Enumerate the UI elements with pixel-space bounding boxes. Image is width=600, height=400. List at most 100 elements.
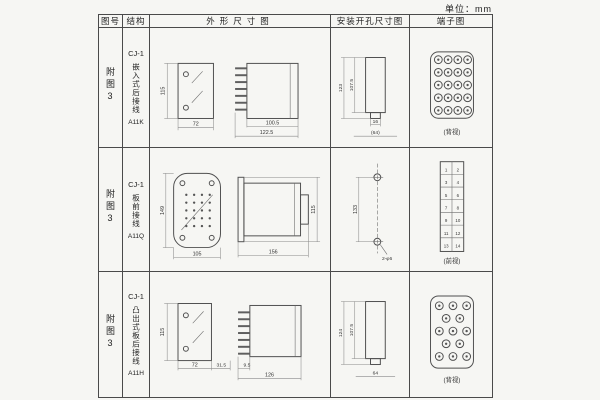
dim-label: 124 — [337, 329, 343, 337]
dim-label: 133 — [352, 205, 358, 214]
panel-cutout — [364, 301, 386, 366]
hole-spec-label: 2-φ6 — [381, 256, 391, 262]
dim-label: 115 — [160, 87, 166, 96]
dimension-lines — [340, 301, 395, 377]
terminal-number: 2 — [456, 167, 459, 172]
dim-label: 100.5 — [265, 120, 279, 126]
outline-drawing: 115 72 31.5 9.5 126 — [160, 303, 302, 381]
dim-label: 126 — [265, 372, 274, 378]
dim-label: 72 — [191, 362, 197, 368]
relay-side-view — [234, 62, 299, 119]
model-code-label: A11K — [128, 119, 144, 126]
terminal-cell: (背视) — [409, 271, 493, 398]
drill-holes — [370, 163, 383, 254]
terminal-drawing: (背视) — [429, 51, 474, 136]
structure-cell: CJ-1 凸出式板后接线 A11H — [122, 271, 150, 398]
dim-label: (64) — [371, 130, 380, 136]
relay-side-view — [237, 304, 302, 358]
model-label: CJ-1 — [128, 179, 144, 189]
dimension-lines — [162, 173, 320, 260]
install-cell: 107.5 124 64 — [330, 271, 410, 398]
dim-label: 115 — [160, 328, 166, 337]
fig-cell: 附图3 — [98, 271, 123, 398]
terminal-number: 14 — [455, 244, 460, 249]
terminal-cell: (背视) — [409, 27, 493, 148]
model-code-label: A11Q — [127, 232, 145, 240]
table-row: 附图3 CJ-1 板前接线 A11Q — [98, 147, 493, 272]
terminal-number: 13 — [443, 244, 448, 249]
install-cell: 133 2-φ6 — [330, 147, 410, 272]
terminal-number: 12 — [455, 231, 460, 236]
fig-label: 附图3 — [105, 313, 115, 351]
dim-label: 107.5 — [348, 324, 354, 337]
relay-side-view — [237, 176, 309, 243]
terminal-number: 10 — [455, 218, 460, 223]
fig-cell: 附图3 — [98, 27, 123, 148]
table-row: 附图3 CJ-1 凸出式板后接线 A11H — [98, 271, 493, 398]
dim-label: 64 — [372, 370, 378, 376]
spec-table: 图号 结构 外形尺寸图 安装开孔尺寸图 端子图 附图3 CJ-1 嵌入式后接线 … — [98, 14, 493, 398]
structure-type-label: 嵌入式后接线 — [131, 63, 141, 114]
column-header-terminal: 端子图 — [409, 14, 493, 28]
fig-label: 附图3 — [105, 188, 115, 226]
relay-front-view — [177, 62, 214, 119]
dim-label: 123 — [337, 84, 343, 92]
dimension-lines — [163, 303, 301, 381]
terminal-number: 6 — [456, 193, 459, 198]
view-label: (前视) — [443, 256, 460, 265]
table-row: 附图3 CJ-1 嵌入式后接线 A11K — [98, 27, 493, 148]
view-label: (背视) — [443, 127, 460, 136]
terminal-cell: 1 2 3 4 5 6 7 8 9 10 11 12 13 14 (前视) — [409, 147, 493, 272]
terminal-circles — [433, 55, 472, 115]
model-code-label: A11H — [128, 370, 144, 378]
dim-label: 9.5 — [243, 362, 250, 368]
structure-cell: CJ-1 板前接线 A11Q — [122, 147, 150, 272]
dim-label: 72 — [192, 121, 198, 127]
outline-drawing: 115 72 100.5 122.5 — [160, 62, 299, 139]
terminal-strip — [439, 161, 464, 252]
install-cell: 107.5 123 16 (64) — [330, 27, 410, 148]
dim-label: 122.5 — [259, 130, 273, 136]
dim-label: 105 — [192, 251, 201, 257]
view-label: (背视) — [443, 375, 460, 384]
relay-front-view — [172, 172, 221, 249]
model-label: CJ-1 — [128, 291, 144, 301]
terminal-number: 8 — [456, 206, 459, 211]
fig-label: 附图3 — [105, 66, 115, 104]
column-header-outline: 外形尺寸图 — [149, 14, 331, 28]
header-row: 图号 结构 外形尺寸图 安装开孔尺寸图 端子图 — [98, 14, 493, 28]
dimension-lines — [355, 177, 387, 255]
terminal-circles — [434, 301, 471, 361]
terminal-drawing: 1 2 3 4 5 6 7 8 9 10 11 12 13 14 (前视) — [439, 161, 464, 265]
column-header-install: 安装开孔尺寸图 — [330, 14, 410, 28]
dimension-lines — [340, 57, 397, 137]
structure-type-label: 板前接线 — [131, 193, 141, 228]
column-header-fig: 图号 — [98, 14, 123, 28]
terminal-numbers: 1 2 3 4 5 6 7 8 9 10 11 12 13 14 — [443, 167, 460, 248]
structure-type-label: 凸出式板后接线 — [131, 305, 141, 366]
outline-cell: 115 72 100.5 122.5 — [149, 27, 331, 148]
install-drawing: 107.5 124 64 — [337, 301, 395, 377]
terminal-number: 5 — [444, 193, 447, 198]
dim-label: 156 — [268, 249, 277, 255]
dim-label: 115 — [311, 205, 317, 214]
install-drawing: 133 2-φ6 — [352, 163, 392, 262]
terminal-number: 1 — [444, 167, 447, 172]
outline-cell: 149 105 156 115 — [149, 147, 331, 272]
terminal-number: 7 — [444, 206, 447, 211]
terminal-number: 4 — [456, 180, 459, 185]
dim-label: 149 — [159, 206, 165, 215]
terminal-number: 9 — [444, 218, 447, 223]
unit-label: 单位：mm — [445, 4, 492, 14]
terminal-number: 11 — [443, 231, 448, 236]
column-header-structure: 结构 — [122, 14, 150, 28]
structure-cell: CJ-1 嵌入式后接线 A11K — [122, 27, 150, 148]
dim-label: 31.5 — [216, 362, 226, 368]
terminal-drawing: (背视) — [429, 295, 474, 384]
relay-front-view — [177, 303, 212, 362]
dimension-lines — [163, 63, 298, 139]
dim-label: 107.5 — [348, 79, 354, 92]
fig-cell: 附图3 — [98, 147, 123, 272]
outline-drawing: 149 105 156 115 — [159, 172, 320, 260]
dim-label: 16 — [372, 119, 378, 125]
